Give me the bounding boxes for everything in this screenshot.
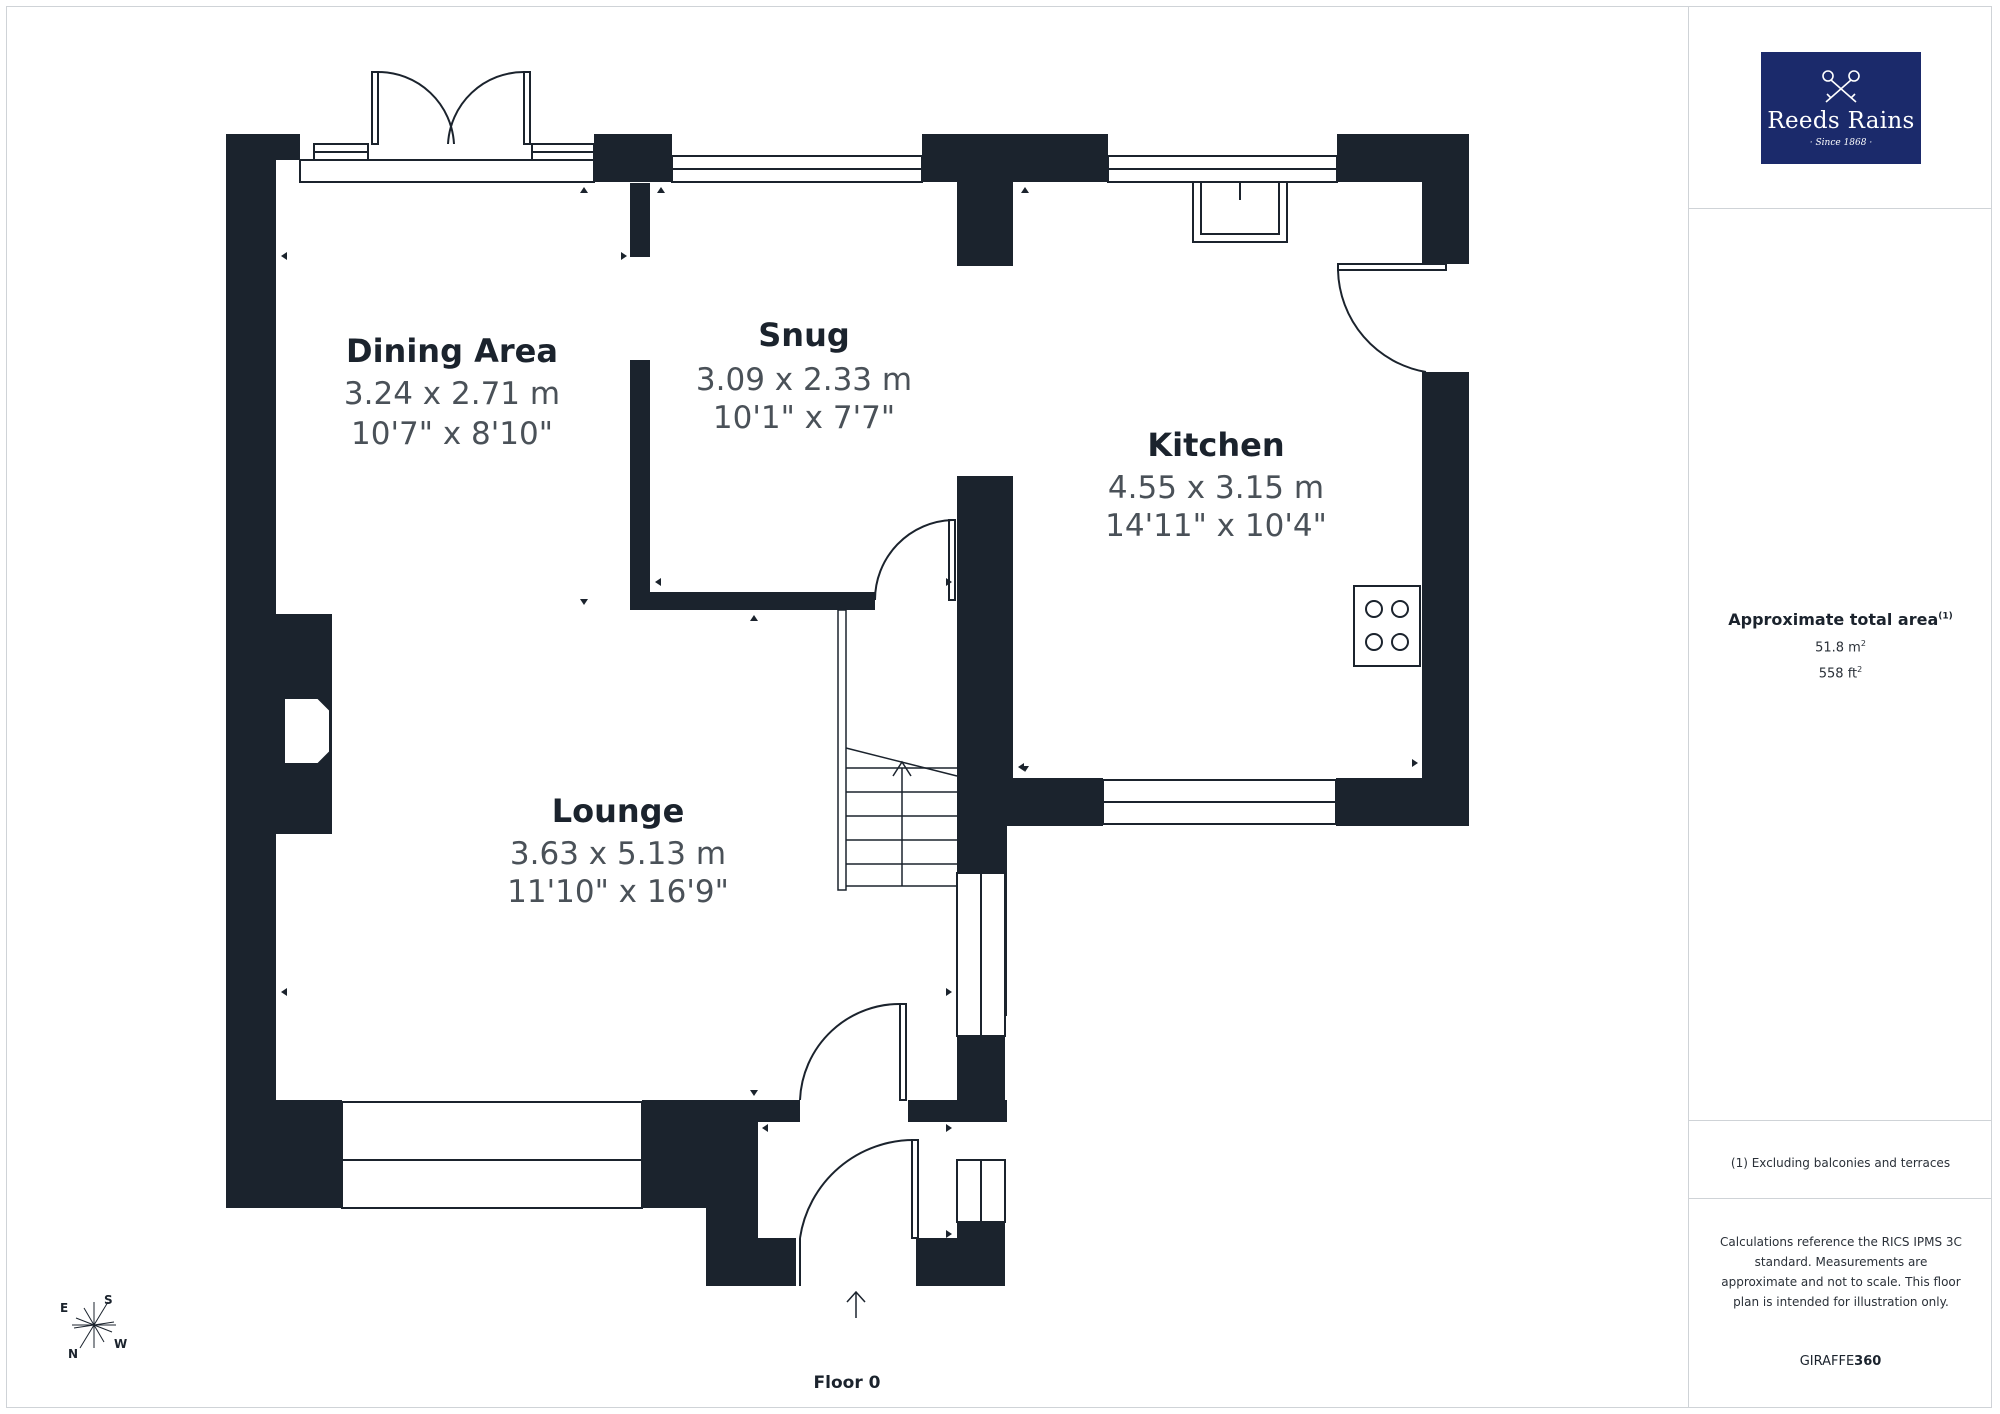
info-panel: Reeds Rains · Since 1868 · Approximate t…: [1688, 6, 1992, 1408]
area-metric-value: 51.8 m: [1815, 640, 1861, 656]
kitchen-door: [1337, 263, 1447, 373]
compass: E S N W: [60, 1293, 127, 1361]
compass-label-s: S: [104, 1293, 113, 1307]
logo-since: · Since 1868 ·: [1809, 138, 1873, 148]
brand-credit: GIRAFFE360: [1689, 1354, 1992, 1369]
compass-rose-icon: [72, 1301, 116, 1349]
compass-label-n: N: [68, 1347, 78, 1361]
brand-part1: GIRAFFE: [1799, 1354, 1855, 1369]
walls: [226, 134, 1469, 1286]
windows: [299, 143, 1338, 1223]
compass-label-e: E: [60, 1301, 68, 1315]
entrance-doors: [799, 1002, 919, 1286]
floor-label: Floor 0: [814, 1373, 881, 1393]
room-dimensions-metric: 4.55 x 3.15 m: [1108, 470, 1324, 506]
crossed-keys-icon: [1822, 70, 1860, 103]
staircase: [837, 609, 958, 891]
logo-text: Reeds Rains: [1767, 108, 1915, 134]
fireplace: [283, 697, 331, 765]
area-imperial-sup: 2: [1857, 665, 1863, 675]
area-imperial-value: 558 ft: [1818, 666, 1858, 682]
divider: [1689, 208, 1992, 209]
entrance-arrow: [846, 1290, 866, 1318]
snug-door: [874, 519, 956, 601]
divider: [1689, 1198, 1992, 1199]
area-imperial: 558 ft2: [1689, 665, 1992, 681]
area-metric-sup: 2: [1860, 639, 1866, 648]
area-title: Approximate total area(1): [1689, 610, 1992, 629]
area-summary: Approximate total area(1) 51.8 m2 558 ft…: [1689, 610, 1992, 682]
room-labels: Dining Area 3.24 x 2.71 m 10'7" x 8'10" …: [344, 316, 1327, 910]
room-dimensions-imperial: 10'7" x 8'10": [351, 416, 553, 452]
area-title-text: Approximate total area: [1728, 610, 1939, 629]
area-note-mark: (1): [1938, 611, 1953, 622]
footnote: (1) Excluding balconies and terraces: [1730, 1156, 1951, 1170]
room-dimensions-metric: 3.24 x 2.71 m: [344, 376, 560, 412]
disclaimer: Calculations reference the RICS IPMS 3C …: [1720, 1235, 1962, 1309]
company-logo: Reeds Rains · Since 1868 ·: [1761, 52, 1921, 164]
room-dimensions-metric: 3.63 x 5.13 m: [510, 836, 726, 872]
french-doors: [371, 70, 531, 145]
room-name: Dining Area: [346, 332, 558, 370]
compass-label-w: W: [114, 1337, 127, 1351]
room-name: Snug: [758, 316, 850, 354]
wall-gaps: [276, 182, 957, 183]
divider: [1689, 1120, 1992, 1121]
brand-part2: 360: [1854, 1354, 1882, 1369]
kitchen-fittings: [1192, 181, 1421, 667]
room-dimensions-imperial: 11'10" x 16'9": [507, 874, 729, 910]
room-name: Kitchen: [1147, 426, 1284, 464]
room-name: Lounge: [552, 792, 685, 830]
room-dimensions-imperial: 10'1" x 7'7": [713, 400, 895, 436]
room-dimensions-imperial: 14'11" x 10'4": [1105, 508, 1327, 544]
measurement-markers: [281, 187, 1418, 1238]
area-metric: 51.8 m2: [1689, 639, 1992, 655]
page-frame: [6, 6, 1992, 1408]
floor-plan: Dining Area 3.24 x 2.71 m 10'7" x 8'10" …: [60, 70, 1469, 1393]
room-dimensions-metric: 3.09 x 2.33 m: [696, 362, 912, 398]
